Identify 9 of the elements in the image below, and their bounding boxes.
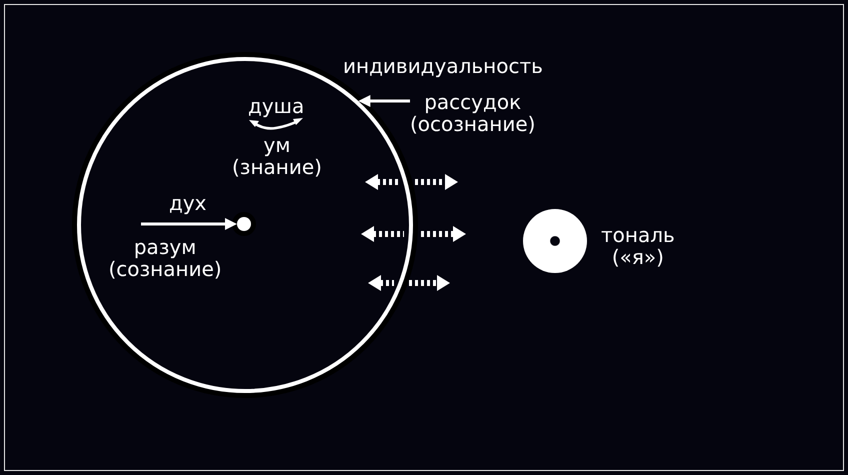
caption-text: разум (сознание): [108, 236, 222, 280]
text-label: рассудок (осознание): [410, 91, 536, 135]
caption-text: индивидуальность: [343, 55, 543, 77]
arrow: [358, 95, 410, 107]
label-text: ум (знание): [232, 134, 322, 178]
caption-text: тональ («я»): [601, 224, 675, 268]
label-text: душа: [248, 95, 304, 117]
dot-icon: [237, 217, 251, 231]
arrow: [141, 218, 237, 230]
